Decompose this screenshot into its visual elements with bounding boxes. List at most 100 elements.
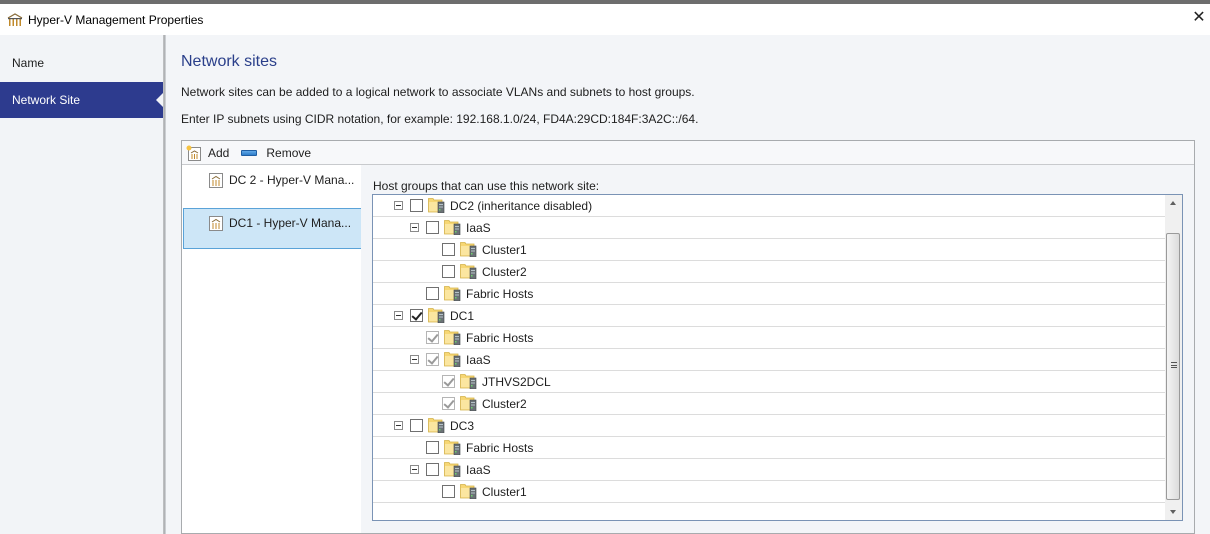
- host-group-label: IaaS: [466, 463, 491, 477]
- grip-icon: [1171, 362, 1177, 368]
- site-details: Host groups that can use this network si…: [361, 165, 1194, 533]
- host-group-folder-icon: [444, 462, 461, 478]
- remove-icon: [241, 149, 258, 156]
- host-group-folder-icon: [460, 242, 477, 258]
- host-group-folder-icon: [428, 198, 445, 214]
- tree-row[interactable]: Fabric Hosts: [373, 327, 1165, 349]
- host-group-label: DC3: [450, 419, 475, 433]
- tree-row[interactable]: JTHVS2DCL: [373, 371, 1165, 393]
- tree-row[interactable]: Cluster1: [373, 239, 1165, 261]
- remove-label: Remove: [266, 145, 312, 160]
- host-group-label: Cluster1: [482, 243, 527, 257]
- vertical-scrollbar[interactable]: [1165, 195, 1182, 520]
- sidebar-item-label: Name: [12, 56, 45, 70]
- collapse-icon[interactable]: [410, 465, 419, 474]
- cidr-hint-text: Enter IP subnets using CIDR notation, fo…: [181, 112, 699, 126]
- collapse-icon[interactable]: [410, 223, 419, 232]
- sidebar: Name Network Site: [0, 35, 164, 534]
- host-group-label: Cluster1: [482, 485, 527, 499]
- network-site-list: DC 2 - Hyper-V Mana... DC1 - Hyper-V Man…: [182, 165, 361, 533]
- host-group-checkbox[interactable]: [426, 331, 439, 344]
- page-title: Network sites: [181, 53, 278, 70]
- tree-row[interactable]: IaaS: [373, 349, 1165, 371]
- toolbar: Add Remove: [182, 141, 1194, 165]
- host-group-label: Fabric Hosts: [466, 287, 534, 301]
- host-group-folder-icon: [460, 264, 477, 280]
- tree-row[interactable]: IaaS: [373, 217, 1165, 239]
- host-group-checkbox[interactable]: [442, 265, 455, 278]
- tree-row[interactable]: Cluster1: [373, 481, 1165, 503]
- tree-row[interactable]: DC1: [373, 305, 1165, 327]
- sidebar-divider: [163, 35, 166, 534]
- host-group-checkbox[interactable]: [410, 199, 423, 212]
- host-group-checkbox[interactable]: [426, 287, 439, 300]
- host-group-label: DC2 (inheritance disabled): [450, 199, 593, 213]
- collapse-icon[interactable]: [410, 355, 419, 364]
- host-group-label: Cluster2: [482, 265, 527, 279]
- site-list-item[interactable]: DC 2 - Hyper-V Mana...: [183, 165, 361, 206]
- host-group-checkbox[interactable]: [442, 397, 455, 410]
- sidebar-item-label: Network Site: [12, 93, 81, 107]
- scroll-thumb[interactable]: [1166, 233, 1180, 500]
- host-group-folder-icon: [460, 484, 477, 500]
- tree-row[interactable]: DC3: [373, 415, 1165, 437]
- main-content: Network sites Network sites can be added…: [166, 35, 1210, 534]
- tree-row[interactable]: Cluster2: [373, 261, 1165, 283]
- host-group-checkbox[interactable]: [442, 375, 455, 388]
- host-group-label: Cluster2: [482, 397, 527, 411]
- host-group-checkbox[interactable]: [410, 419, 423, 432]
- collapse-icon[interactable]: [394, 311, 403, 320]
- host-group-checkbox[interactable]: [426, 353, 439, 366]
- tree-row[interactable]: Fabric Hosts: [373, 283, 1165, 305]
- close-icon[interactable]: ✕: [1192, 9, 1206, 26]
- host-group-label: Fabric Hosts: [466, 441, 534, 455]
- host-group-folder-icon: [444, 330, 461, 346]
- network-sites-panel: Add Remove DC 2 - Hyper-V Mana...: [181, 140, 1195, 534]
- add-button[interactable]: Add: [186, 145, 229, 161]
- collapse-icon[interactable]: [394, 201, 403, 210]
- selected-pointer-icon: [156, 92, 164, 108]
- host-group-checkbox[interactable]: [442, 485, 455, 498]
- tree-row[interactable]: Fabric Hosts: [373, 437, 1165, 459]
- tree-row[interactable]: DC2 (inheritance disabled): [373, 195, 1165, 217]
- host-group-label: DC1: [450, 309, 475, 323]
- host-group-checkbox[interactable]: [426, 441, 439, 454]
- host-group-checkbox[interactable]: [442, 243, 455, 256]
- logical-network-icon: [7, 12, 23, 26]
- tree-row[interactable]: Cluster2: [373, 393, 1165, 415]
- window-top-border: [0, 0, 1210, 4]
- collapse-icon[interactable]: [394, 421, 403, 430]
- network-site-icon: [209, 216, 223, 231]
- host-group-checkbox[interactable]: [426, 221, 439, 234]
- host-group-folder-icon: [460, 396, 477, 412]
- window-title: Hyper-V Management Properties: [28, 12, 204, 27]
- site-list-item-selected[interactable]: DC1 - Hyper-V Mana...: [183, 208, 361, 249]
- host-group-label: IaaS: [466, 353, 491, 367]
- site-name: DC1 - Hyper-V Mana...: [229, 216, 352, 230]
- remove-button[interactable]: Remove: [241, 146, 311, 160]
- host-groups-label: Host groups that can use this network si…: [373, 179, 600, 193]
- sidebar-item-network-site[interactable]: Network Site: [0, 82, 164, 118]
- host-group-folder-icon: [428, 418, 445, 434]
- host-group-label: Fabric Hosts: [466, 331, 534, 345]
- host-group-folder-icon: [460, 374, 477, 390]
- tree-row[interactable]: IaaS: [373, 459, 1165, 481]
- host-group-folder-icon: [428, 308, 445, 324]
- sidebar-item-name[interactable]: Name: [0, 45, 163, 81]
- host-group-checkbox[interactable]: [410, 309, 423, 322]
- host-group-folder-icon: [444, 352, 461, 368]
- scroll-down-arrow-icon[interactable]: [1165, 503, 1182, 520]
- host-group-checkbox[interactable]: [426, 463, 439, 476]
- host-group-folder-icon: [444, 440, 461, 456]
- network-site-icon: [209, 173, 223, 188]
- add-site-icon: [186, 145, 201, 161]
- title-bar: Hyper-V Management Properties ✕: [0, 4, 1210, 35]
- host-group-folder-icon: [444, 220, 461, 236]
- add-label: Add: [208, 145, 230, 160]
- site-name: DC 2 - Hyper-V Mana...: [229, 173, 355, 187]
- host-group-label: IaaS: [466, 221, 491, 235]
- host-group-label: JTHVS2DCL: [482, 375, 551, 389]
- scroll-up-arrow-icon[interactable]: [1165, 195, 1182, 212]
- description-text: Network sites can be added to a logical …: [181, 85, 695, 99]
